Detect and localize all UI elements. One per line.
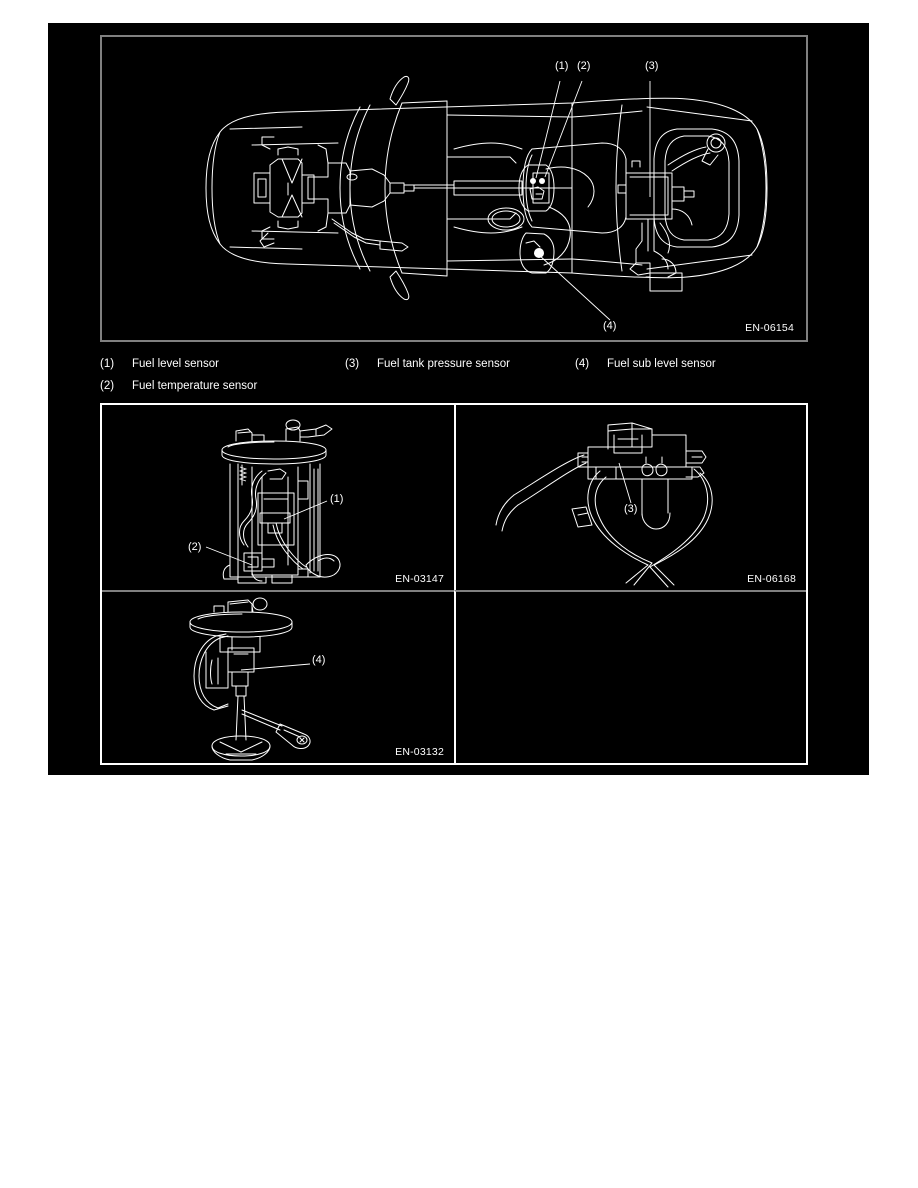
legend-number: (2) [100, 380, 115, 392]
figure-code-pressure: EN-06168 [747, 573, 796, 585]
fuel-pump-assembly-panel: (1) (2) EN-03147 [102, 405, 454, 590]
callout-2: (2) [577, 60, 591, 72]
fuel-tank-assembly [518, 133, 726, 292]
callout-4: (4) [603, 320, 617, 332]
figure-code-overview: EN-06154 [745, 322, 794, 334]
callout-4: (4) [312, 654, 326, 666]
detail-panel-group: (1) (2) EN-03147 [100, 403, 808, 765]
legend-number: (4) [575, 358, 590, 370]
vehicle-overview-panel: (1) (2) (3) (4) EN-06154 [100, 35, 808, 342]
fuel-pump-assembly-drawing [205, 419, 341, 584]
legend: (1) Fuel level sensor (2) Fuel temperatu… [100, 353, 860, 397]
fuel-tank-pressure-sensor-panel: (3) EN-06168 [454, 405, 806, 590]
legend-label: Fuel sub level sensor [607, 358, 716, 370]
legend-number: (1) [100, 358, 115, 370]
callout-3: (3) [624, 503, 638, 515]
figure-code-pump: EN-03147 [395, 573, 444, 585]
callout-2: (2) [188, 541, 202, 553]
legend-label: Fuel tank pressure sensor [377, 358, 510, 370]
legend-label: Fuel temperature sensor [132, 380, 258, 392]
vehicle-overview-drawing [205, 75, 768, 321]
callout-leaders [535, 80, 651, 321]
figure-code-sub-level: EN-03132 [395, 746, 444, 758]
blank-panel [454, 590, 806, 763]
callout-1: (1) [555, 60, 569, 72]
engine-transmission-assembly [253, 136, 455, 252]
fuel-sub-level-sensor-panel: (4) EN-03132 [102, 590, 454, 763]
legend-number: (3) [345, 358, 360, 370]
legend-label: Fuel level sensor [132, 358, 219, 370]
figure-plate: (1) (2) (3) (4) EN-06154 (1) Fuel level … [48, 23, 869, 775]
fuel-sub-level-sensor-drawing [189, 597, 311, 761]
callout-1: (1) [330, 493, 344, 505]
callout-3: (3) [645, 60, 659, 72]
fuel-tank-pressure-sensor-drawing [495, 422, 713, 588]
